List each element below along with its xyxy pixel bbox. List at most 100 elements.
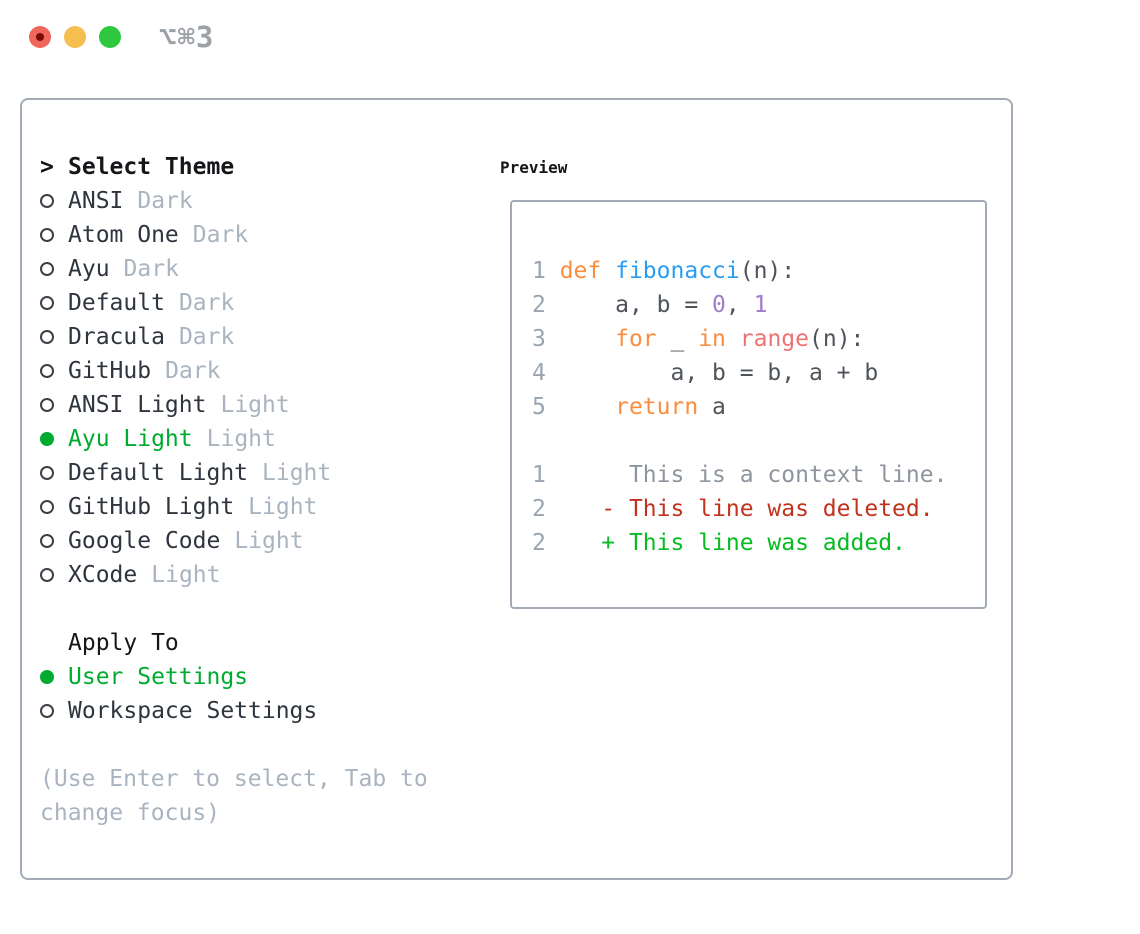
token-num: 0 bbox=[712, 292, 726, 318]
preview-column: Preview 1 def fibonacci(n):2 a, b = 0, 1… bbox=[500, 150, 987, 609]
token-add: + This line was added. bbox=[545, 530, 906, 556]
option-variant-label: Light bbox=[220, 392, 290, 418]
option-variant-label: Dark bbox=[178, 290, 235, 316]
option-variant-label: Light bbox=[151, 562, 221, 588]
spacer bbox=[40, 728, 490, 762]
theme-option-xcode[interactable]: XCode Light bbox=[40, 558, 490, 592]
apply-option-workspace-settings[interactable]: Workspace Settings bbox=[40, 694, 490, 728]
token-pl bbox=[560, 394, 615, 420]
preview-line: 4 a, b = b, a + b bbox=[532, 356, 985, 390]
theme-option-default-light[interactable]: Default Light Light bbox=[40, 456, 490, 490]
token-pl bbox=[726, 326, 740, 352]
apply-to-header: Apply To bbox=[40, 626, 490, 660]
token-ln: 2 bbox=[532, 496, 546, 522]
radio-circle-icon bbox=[40, 534, 54, 548]
option-label: Google Code bbox=[68, 528, 221, 554]
option-variant-label: Dark bbox=[192, 222, 249, 248]
radio-circle-icon bbox=[40, 398, 54, 412]
preview-line: 3 for _ in range(n): bbox=[532, 322, 985, 356]
titlebar: ⌥⌘3 bbox=[0, 0, 1140, 74]
theme-option-github-light[interactable]: GitHub Light Light bbox=[40, 490, 490, 524]
preview-line: 5 return a bbox=[532, 390, 985, 424]
preview-line bbox=[532, 424, 985, 458]
token-pl: (n): bbox=[809, 326, 865, 352]
option-label: Dracula bbox=[68, 324, 165, 350]
token-ln: 3 bbox=[532, 326, 560, 352]
option-variant-label: Light bbox=[248, 494, 318, 520]
option-label: ANSI Light bbox=[68, 392, 207, 418]
option-label: Workspace Settings bbox=[68, 698, 318, 724]
preview-line: 2 a, b = 0, 1 bbox=[532, 288, 985, 322]
apply-option-user-settings[interactable]: User Settings bbox=[40, 660, 490, 694]
option-variant-label: Light bbox=[234, 528, 304, 554]
preview-title: Preview bbox=[500, 157, 568, 177]
theme-option-dracula[interactable]: Dracula Dark bbox=[40, 320, 490, 354]
option-label: User Settings bbox=[68, 664, 249, 690]
option-variant-label: Dark bbox=[165, 358, 221, 384]
radio-circle-icon bbox=[40, 466, 54, 480]
token-pl: _ bbox=[656, 326, 699, 352]
preview-line: 1 def fibonacci(n): bbox=[532, 254, 985, 288]
option-variant-label: Light bbox=[262, 460, 332, 486]
token-pl: , bbox=[725, 292, 754, 318]
window-shortcut-label: ⌥⌘3 bbox=[159, 20, 215, 54]
option-variant-label: Dark bbox=[178, 324, 235, 350]
minimize-button[interactable] bbox=[64, 26, 86, 48]
theme-option-google-code[interactable]: Google Code Light bbox=[40, 524, 490, 558]
radio-circle-icon bbox=[40, 296, 54, 310]
token-ln: 4 bbox=[532, 360, 560, 386]
preview-line: 2 - This line was deleted. bbox=[532, 492, 985, 526]
token-pl: a, b = b, a + b bbox=[559, 360, 879, 386]
token-ln: 1 bbox=[532, 258, 560, 284]
radio-circle-icon bbox=[40, 228, 54, 242]
hint-text-line-2: change focus) bbox=[40, 800, 221, 826]
token-ln: 2 bbox=[532, 292, 560, 318]
radio-circle-icon bbox=[40, 704, 54, 718]
token-kw: for bbox=[615, 326, 657, 352]
radio-circle-icon bbox=[40, 194, 54, 208]
radio-selected-icon bbox=[40, 432, 54, 446]
hint-text-line-1: (Use Enter to select, Tab to bbox=[40, 766, 428, 792]
preview-line: 2 + This line was added. bbox=[532, 526, 985, 560]
radio-circle-icon bbox=[40, 568, 54, 582]
token-call: range bbox=[739, 326, 809, 352]
token-pl bbox=[601, 258, 615, 284]
close-focus-dot-icon bbox=[36, 33, 44, 41]
radio-circle-icon bbox=[40, 500, 54, 514]
token-pl: a bbox=[698, 394, 726, 420]
token-ln: 5 bbox=[532, 394, 560, 420]
option-label: GitHub Light bbox=[68, 494, 235, 520]
token-ln: 2 bbox=[532, 530, 546, 556]
apply-to-title: Apply To bbox=[68, 630, 179, 656]
token-del: - This line was deleted. bbox=[545, 496, 934, 522]
token-kw: return bbox=[615, 394, 699, 420]
option-label: GitHub bbox=[68, 358, 152, 384]
token-num: 1 bbox=[753, 292, 768, 318]
theme-list-title: Select Theme bbox=[68, 154, 235, 180]
theme-option-ansi[interactable]: ANSI Dark bbox=[40, 184, 490, 218]
option-label: Ayu bbox=[68, 256, 110, 282]
theme-option-ansi-light[interactable]: ANSI Light Light bbox=[40, 388, 490, 422]
close-button[interactable] bbox=[29, 26, 51, 48]
preview-line: 1 This is a context line. bbox=[532, 458, 985, 492]
token-pl: a, b = bbox=[559, 292, 713, 318]
theme-list-header: >Select Theme bbox=[40, 150, 490, 184]
zoom-button[interactable] bbox=[99, 26, 121, 48]
theme-option-github[interactable]: GitHub Dark bbox=[40, 354, 490, 388]
option-label: XCode bbox=[68, 562, 138, 588]
option-variant-label: Dark bbox=[137, 188, 193, 214]
option-label: Default Light bbox=[68, 460, 249, 486]
option-variant-label: Light bbox=[206, 426, 276, 452]
option-label: ANSI bbox=[68, 188, 124, 214]
spacer bbox=[40, 592, 490, 626]
